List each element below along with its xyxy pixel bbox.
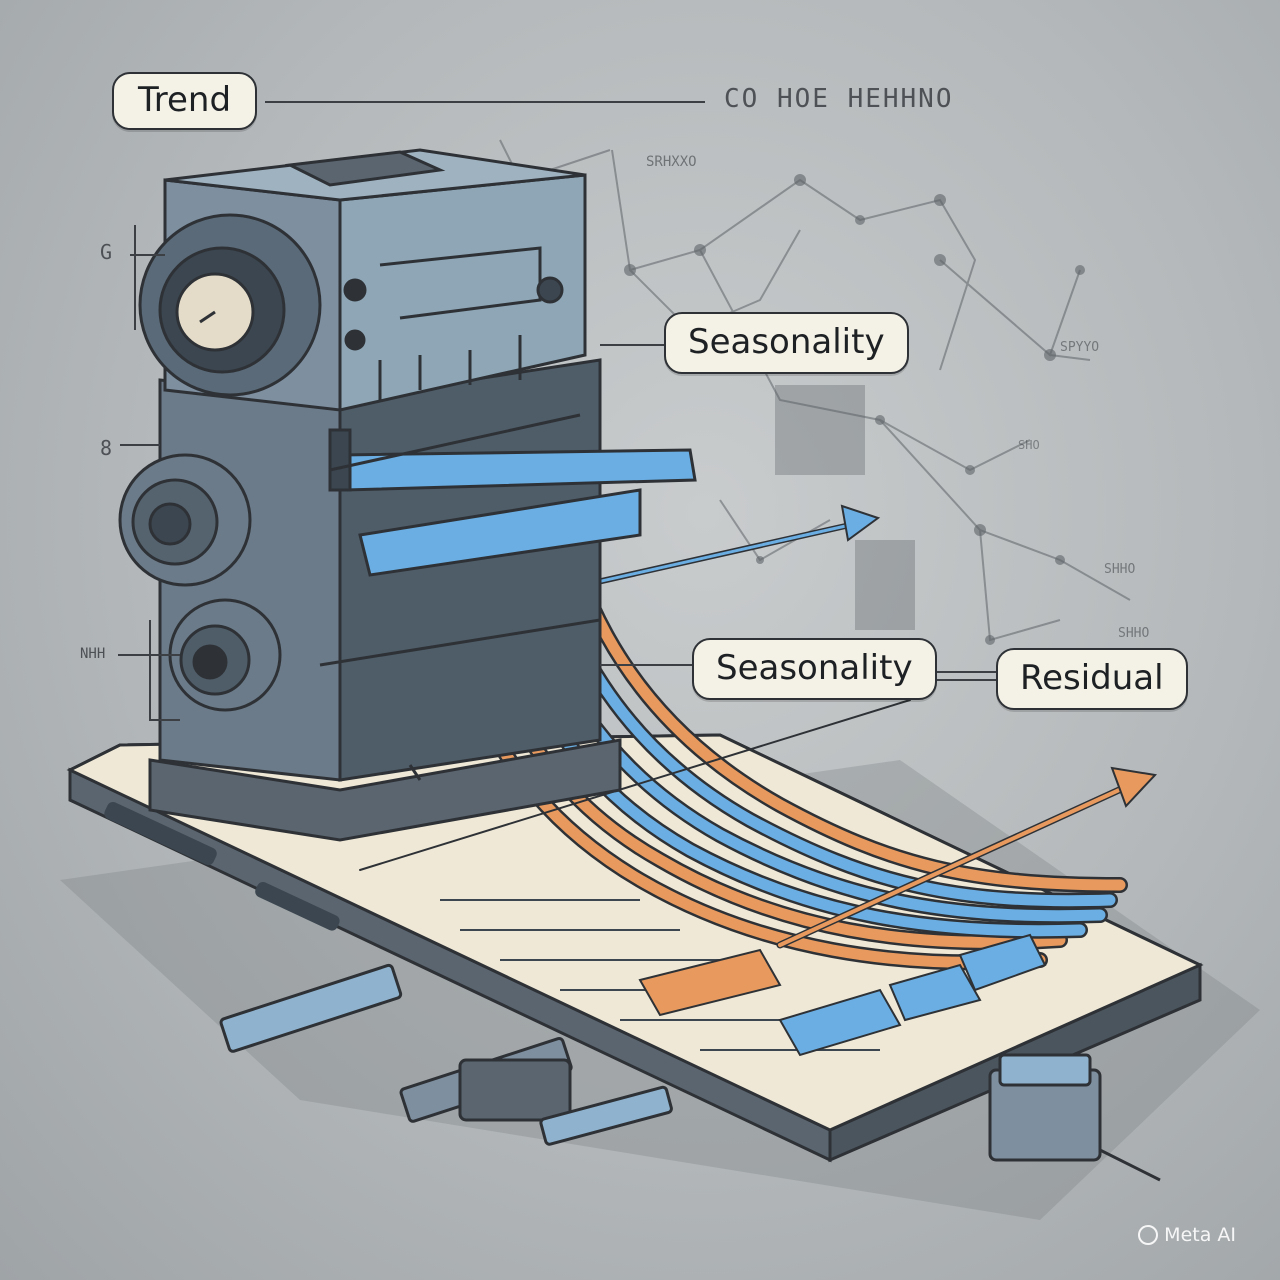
output-handles xyxy=(219,963,1161,1182)
scribble-text-small-2: SPYYO xyxy=(1060,340,1100,355)
band-blocks xyxy=(638,933,1047,1057)
scribble-text-left-2: 8 xyxy=(100,436,113,460)
background-blocks xyxy=(775,385,915,630)
scribble-text-small-3: SHHO xyxy=(1104,562,1136,577)
leader-lines xyxy=(118,101,996,721)
scribble-text-small-4: SHHO xyxy=(1118,626,1150,641)
scribble-text-top: CO HOE HEHHNO xyxy=(724,84,954,114)
scribble-text-left-1: G xyxy=(100,240,113,264)
meta-ai-logo-icon xyxy=(1138,1225,1159,1245)
seasonality-label-upper: Seasonality xyxy=(664,312,909,374)
scribble-text-small-1: SRHXXO xyxy=(646,154,697,170)
watermark: Meta AI xyxy=(1138,1224,1236,1246)
scribble-text-left-3: NHH xyxy=(80,646,106,662)
watermark-text: Meta AI xyxy=(1164,1224,1236,1246)
residual-label: Residual xyxy=(996,648,1188,710)
scribble-text-small-5: SHO xyxy=(1018,438,1040,452)
trend-label: Trend xyxy=(112,72,258,130)
machine-tower xyxy=(118,148,697,842)
seasonality-label-lower: Seasonality xyxy=(692,638,937,700)
